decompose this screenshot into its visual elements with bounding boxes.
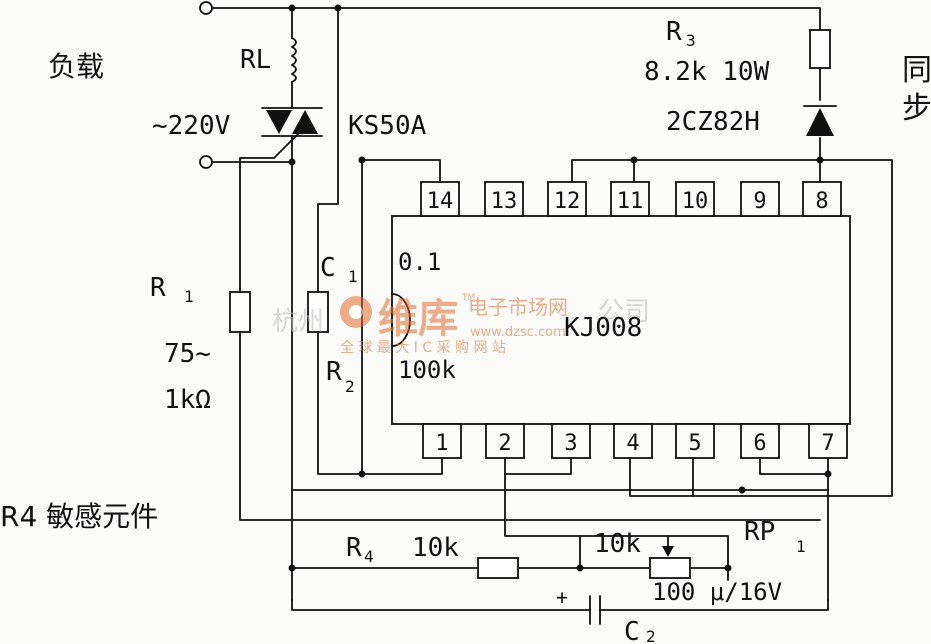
r1-resistor-symbol [229,291,251,333]
pin-7-label: 7 [821,431,834,456]
rp1-sub: 1 [796,537,806,556]
rp1-value: 10k [594,529,641,559]
r3-label: R [666,17,682,47]
watermark-url: www.dzsc.com [470,325,566,340]
pin-5-label: 5 [688,431,701,456]
ic-pin-labels-top: 14 13 12 11 10 9 8 [427,189,829,214]
pin-8-label: 8 [815,189,828,214]
triac-label: KS50A [348,111,427,141]
ic-label: KJ008 [564,313,642,343]
r4-description: R4 敏感元件 [0,500,158,533]
r2-label: R [326,357,342,387]
rp1-wiper-arrow [662,535,674,557]
pin-9-label: 9 [753,189,766,214]
r3-resistor-symbol [809,29,831,69]
pin-1-label: 1 [435,431,448,456]
r1-value-line1: 75~ [164,339,211,369]
pin-4-label: 4 [626,431,639,456]
watermark-slogan: 全 球 最 大 I C 采 购 网 站 [340,339,506,356]
pin-10-label: 10 [682,189,709,214]
watermark-brand: 维库 [378,296,458,342]
r2-sub: 2 [345,377,355,396]
watermark-company-right: 公司 [598,297,650,327]
diode-symbol [803,105,837,136]
c2-label: C [624,617,640,644]
c2-plus: + [556,585,568,609]
rl-inductor-symbol [291,37,297,83]
r4-label: R [346,533,362,563]
r1-label: R [150,273,166,303]
pin-12-label: 12 [554,189,581,214]
pin-11-label: 11 [617,189,644,214]
sync-label-2: 步 [902,91,931,126]
ic-pins-bottom [422,423,848,459]
pin-3-label: 3 [564,431,577,456]
component-labels: 负载 RL ~220V KS50A R 3 8.2k 10W 2CZ82H 同 … [0,17,931,644]
pin-14-label: 14 [427,189,454,214]
c2-sub: 2 [646,627,656,644]
c2-value: 100 μ/16V [652,578,782,606]
load-label: 负载 [48,50,104,83]
ac-terminal-bottom [199,155,213,169]
r2-value: 100k [398,356,456,384]
rp1-potentiometer-symbol [649,557,691,579]
ic-notch [391,293,411,347]
diode-label: 2CZ82H [666,107,760,137]
c1-label: C [320,253,336,283]
ic-pins-top [420,181,842,217]
r4-resistor-symbol [477,557,519,579]
ac-terminal-top [199,1,213,15]
c2-capacitor-symbol [589,595,601,625]
watermark: 杭州 公司 维库 TM 电子市场网 www.dzsc.com 全 球 最 大 I… [272,293,650,356]
voltage-label: ~220V [152,111,230,141]
ic-pin-labels-bottom: 1 2 3 4 5 6 7 [435,431,834,456]
r4-sub: 4 [364,547,374,566]
r3-value: 8.2k 10W [644,57,770,87]
r3-sub: 3 [686,31,696,50]
watermark-site-cn: 电子市场网 [468,295,568,319]
r1-value-line2: 1kΩ [164,385,211,415]
r1-sub: 1 [184,287,194,306]
sync-label-1: 同 [902,53,931,88]
pin-6-label: 6 [753,431,766,456]
triac-symbol [261,107,323,137]
pin-13-label: 13 [491,189,518,214]
watermark-tm: TM [461,293,475,303]
c1-sub: 1 [348,267,358,286]
rp1-label: RP [744,517,775,547]
watermark-company-left: 杭州 [272,307,324,337]
junction-dots [288,4,832,572]
c1-capacitor-symbol [307,291,329,333]
c1-value: 0.1 [398,248,441,276]
ic-kj008-body [391,215,851,425]
pin-2-label: 2 [498,431,511,456]
rl-label: RL [240,45,271,75]
r4-value: 10k [412,533,459,563]
